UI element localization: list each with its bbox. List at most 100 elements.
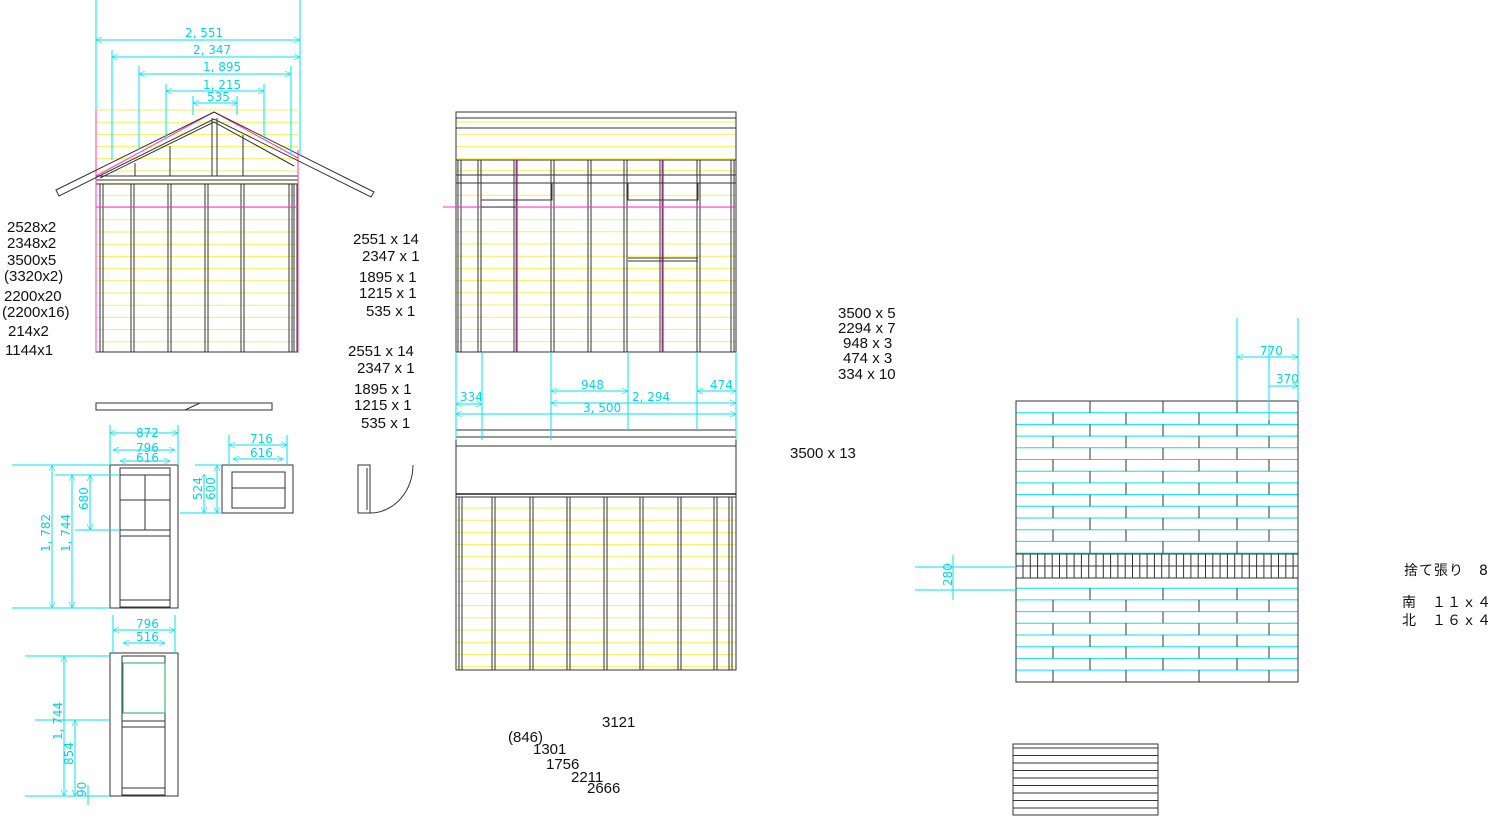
dim-label: 1, 895 bbox=[203, 60, 241, 74]
dim-label: 280 bbox=[941, 563, 955, 586]
front-door-dimensions: 872 796 616 1, 782 1, 744 680 bbox=[12, 425, 178, 608]
side-elevation bbox=[443, 111, 737, 671]
truss-chord bbox=[99, 121, 295, 179]
back-door-dimensions: 796 516 1, 744 854 90 bbox=[25, 615, 175, 805]
lower-header-box bbox=[455, 429, 737, 498]
dim-label: 616 bbox=[250, 446, 273, 460]
cut-item: 1895 x 1 bbox=[354, 381, 412, 398]
rafter-list-2: 2551 x 14 2347 x 1 1895 x 1 1215 x 1 535… bbox=[348, 343, 415, 432]
door-leaf bbox=[121, 655, 166, 796]
siding-notes: 捨て張り 8 南 １１ｘ４ 北 １６ｘ４ bbox=[1402, 562, 1492, 629]
window-frame bbox=[221, 464, 294, 514]
dim-label: 600 bbox=[204, 477, 218, 500]
dim-label: 1, 782 bbox=[39, 514, 53, 552]
dim-label: 796 bbox=[136, 441, 159, 455]
dim-label: 1, 744 bbox=[59, 514, 73, 552]
door-glass-panel bbox=[122, 662, 166, 714]
dim-label: 474 bbox=[710, 378, 733, 392]
cut-item: 1144x1 bbox=[5, 342, 53, 359]
cut-item: 3500x5 bbox=[7, 252, 56, 269]
dim-label: 3, 500 bbox=[583, 401, 621, 415]
opening-header bbox=[480, 182, 553, 201]
cut-item: 3500 x 5 bbox=[838, 305, 896, 322]
bottom-numbers: 3121 (846) 1301 1756 2211 2666 bbox=[508, 714, 635, 797]
siding-wall-outline bbox=[1015, 400, 1299, 683]
starter-band bbox=[1015, 553, 1299, 579]
dim-label: 872 bbox=[136, 426, 159, 440]
number-label: 1756 bbox=[546, 756, 579, 773]
dim-label: 680 bbox=[77, 487, 91, 510]
dim-label: 770 bbox=[1260, 344, 1283, 358]
floor-cut-item: 3500 x 13 bbox=[790, 445, 856, 462]
dim-label: 616 bbox=[136, 451, 159, 465]
upper-wall-outline bbox=[455, 159, 737, 353]
plan-beam bbox=[95, 402, 273, 411]
dim-label: 370 bbox=[1276, 372, 1299, 386]
cut-item: 2551 x 14 bbox=[353, 231, 419, 248]
note: 捨て張り 8 bbox=[1404, 562, 1489, 579]
dim-label: 948 bbox=[581, 378, 604, 392]
siding-layout bbox=[1015, 400, 1299, 683]
opening-header bbox=[627, 182, 699, 201]
cut-item: 2348x2 bbox=[7, 235, 56, 252]
gable-wall-outline bbox=[95, 179, 299, 353]
cut-item: 2347 x 1 bbox=[357, 360, 415, 377]
number-label: 2666 bbox=[587, 780, 620, 797]
cut-item: 2294 x 7 bbox=[838, 320, 896, 337]
cut-item: 535 x 1 bbox=[366, 303, 415, 320]
window-elevation bbox=[221, 464, 294, 514]
note: 北 １６ｘ４ bbox=[1402, 613, 1492, 629]
front-door-elevation bbox=[109, 464, 179, 609]
cut-item: 214x2 bbox=[8, 323, 49, 340]
upper-header-box bbox=[455, 111, 737, 161]
roof-rafter bbox=[55, 111, 375, 198]
rafter-list-1: 2551 x 14 2347 x 1 1895 x 1 1215 x 1 535… bbox=[353, 231, 420, 320]
cut-item: 334 x 10 bbox=[838, 366, 896, 383]
cut-item: 2200x20 bbox=[4, 288, 62, 305]
dim-label: 535 bbox=[207, 90, 230, 104]
dim-label: 716 bbox=[250, 432, 273, 446]
cut-item: 535 x 1 bbox=[361, 415, 410, 432]
cut-item: 1895 x 1 bbox=[359, 269, 417, 286]
cut-item: (2200x16) bbox=[2, 304, 70, 321]
note: 南 １１ｘ４ bbox=[1402, 595, 1492, 611]
back-door-elevation bbox=[109, 652, 179, 797]
gable-dimensions: 2, 551 2, 347 1, 895 1, 215 535 bbox=[96, 0, 300, 160]
side-cut-list: 3500 x 5 2294 x 7 948 x 3 474 x 3 334 x … bbox=[838, 305, 896, 383]
dim-label: 1, 215 bbox=[203, 78, 241, 92]
cut-item: 2551 x 14 bbox=[348, 343, 414, 360]
door-swing-arc bbox=[369, 464, 414, 514]
siding-dimensions: 770 370 280 bbox=[915, 318, 1299, 600]
cut-item: 2347 x 1 bbox=[362, 248, 420, 265]
generated-linework bbox=[96, 109, 1298, 809]
cut-item: 1215 x 1 bbox=[354, 397, 412, 414]
dim-label: 524 bbox=[191, 477, 205, 500]
dim-label: 90 bbox=[75, 782, 89, 797]
window-dimensions: 716 616 524 600 bbox=[180, 432, 287, 513]
cut-item: 948 x 3 bbox=[843, 335, 892, 352]
dim-label: 334 bbox=[460, 390, 483, 404]
lower-wall-outline bbox=[455, 496, 737, 671]
door-frame bbox=[109, 464, 179, 609]
cut-item: 474 x 3 bbox=[843, 350, 892, 367]
board-stack bbox=[1012, 743, 1159, 816]
cut-item: 1215 x 1 bbox=[359, 285, 417, 302]
number-label: 2211 bbox=[571, 769, 603, 786]
roof-guide-line bbox=[95, 111, 299, 177]
dim-label: 516 bbox=[136, 630, 159, 644]
dim-label: 2, 551 bbox=[185, 26, 223, 40]
door-plan-frame bbox=[357, 464, 371, 514]
dim-label: 2, 347 bbox=[193, 43, 231, 57]
break-line bbox=[184, 402, 201, 411]
window-sash bbox=[231, 471, 286, 509]
dim-label: 1, 744 bbox=[51, 702, 65, 740]
door-plan-swing bbox=[357, 464, 414, 514]
number-label: 3121 bbox=[602, 714, 635, 731]
gable-elevation bbox=[55, 100, 375, 353]
left-cut-list: 2528x2 2348x2 3500x5 (3320x2) 2200x20 (2… bbox=[2, 219, 70, 359]
number-label: 1301 bbox=[533, 741, 566, 758]
dim-label: 854 bbox=[62, 742, 76, 765]
number-label: (846) bbox=[508, 729, 543, 746]
dim-label: 2, 294 bbox=[632, 390, 670, 404]
